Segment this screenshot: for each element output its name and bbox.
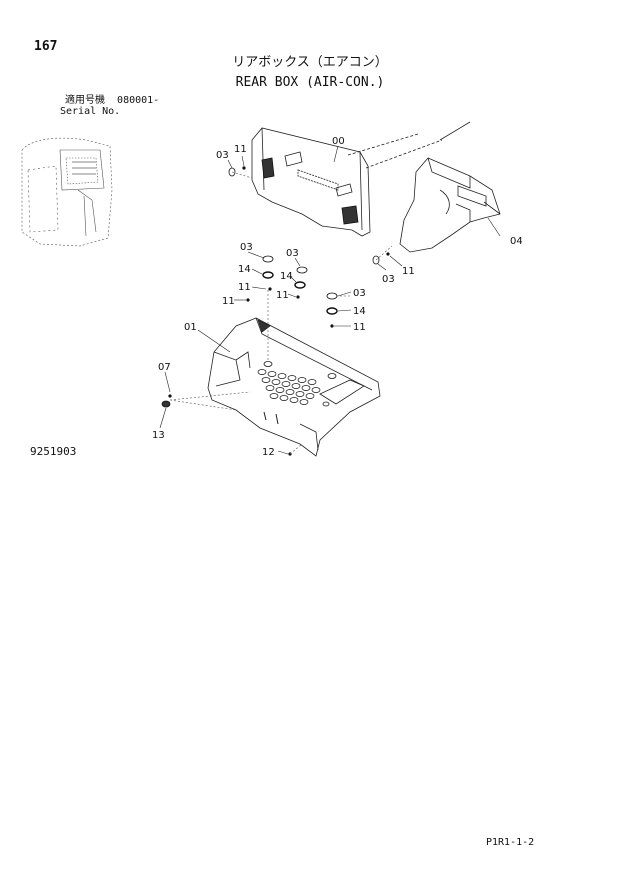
callout-03: 03 — [353, 288, 366, 299]
figure-number: 9251903 — [30, 445, 77, 458]
callout-14: 14 — [353, 306, 366, 317]
hardware — [161, 166, 390, 456]
callout-labels: 03 11 00 04 03 11 03 03 14 14 11 11 11 0… — [152, 136, 523, 458]
callout-03: 03 — [216, 150, 229, 161]
callout-11: 11 — [402, 266, 415, 277]
part-01-box — [207, 317, 381, 457]
assembly-lines — [169, 171, 393, 455]
callout-11: 11 — [222, 296, 235, 307]
title-japanese: リアボックス（エアコン） — [232, 55, 388, 70]
callout-04: 04 — [510, 236, 523, 247]
callout-07: 07 — [158, 362, 171, 373]
vent-holes — [257, 369, 321, 405]
part-00-panel — [251, 121, 471, 237]
callout-11: 11 — [234, 144, 247, 155]
part-04-duct — [399, 157, 501, 253]
serial-value: 080001- — [117, 95, 160, 106]
callout-12: 12 — [262, 447, 275, 458]
callout-14: 14 — [238, 264, 251, 275]
callout-11: 11 — [353, 322, 366, 333]
page-code: P1R1-1-2 — [486, 837, 535, 848]
serial-label-jp-text: 適用号機 — [65, 95, 105, 106]
callout-13: 13 — [152, 430, 165, 441]
callout-14: 14 — [280, 271, 293, 282]
callout-00: 00 — [332, 136, 345, 147]
page-number: 167 — [34, 39, 58, 54]
callout-03: 03 — [382, 274, 395, 285]
callout-11: 11 — [238, 282, 251, 293]
callout-03: 03 — [240, 242, 253, 253]
callout-01: 01 — [184, 322, 197, 333]
machine-thumbnail — [21, 137, 113, 247]
serial-label-jp: 適用号機 080001- — [65, 96, 159, 106]
title-english: REAR BOX (AIR-CON.) — [235, 75, 385, 90]
callout-11: 11 — [276, 290, 289, 301]
serial-label-en: Serial No. — [60, 106, 121, 117]
callout-03: 03 — [286, 248, 299, 259]
leader-lines — [159, 145, 501, 455]
